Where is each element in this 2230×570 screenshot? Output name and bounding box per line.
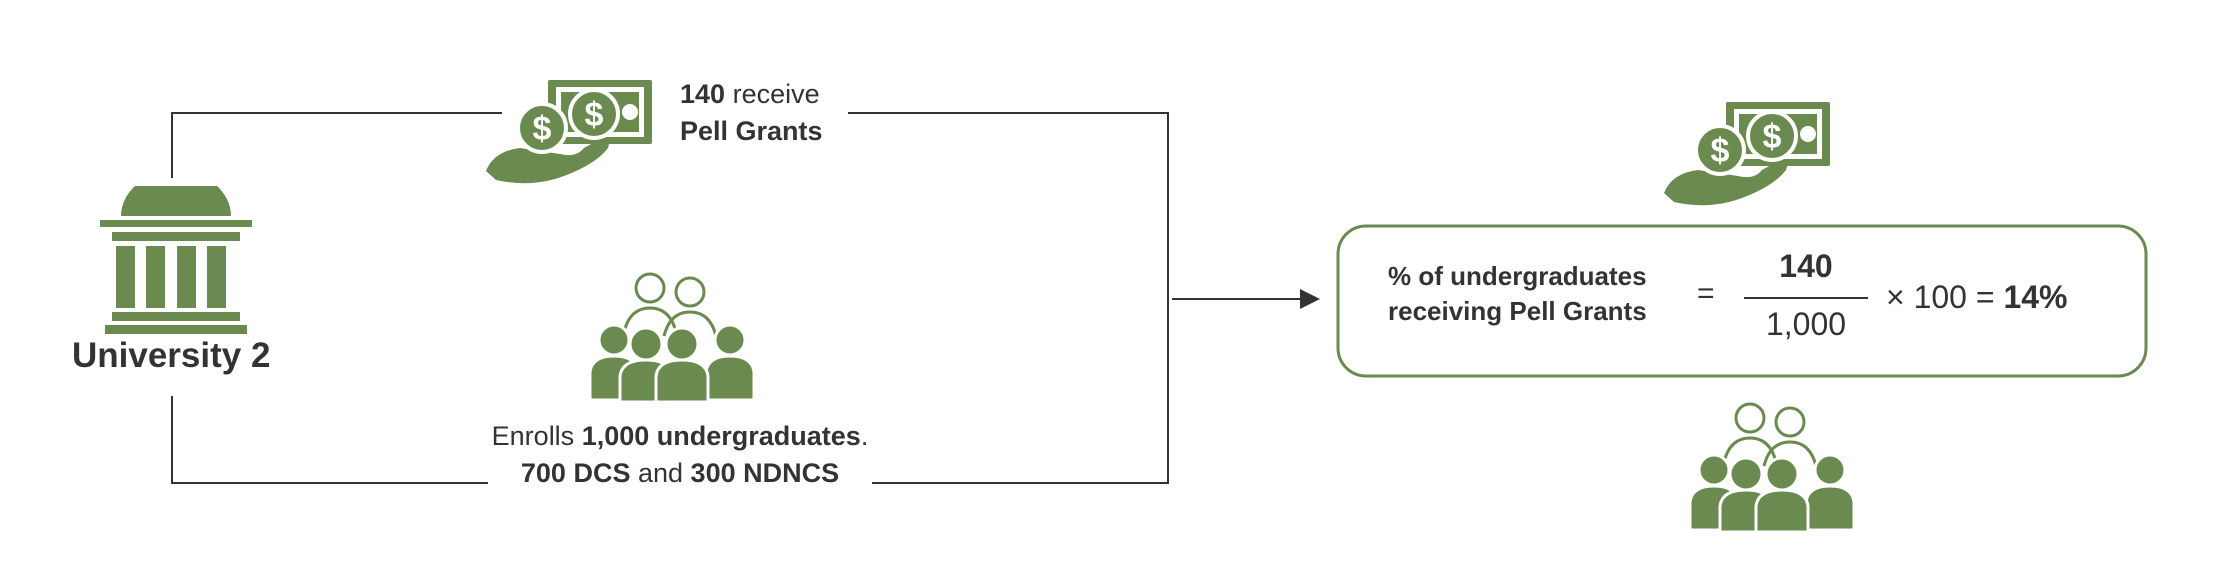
bottom-connector-line: [171, 396, 488, 484]
top-right-connector-line: [848, 112, 1169, 484]
top-connector-line: [171, 112, 502, 178]
people-group-icon: [590, 272, 754, 402]
pell-receive-line: 140 receive: [680, 76, 823, 113]
formula-label-line-2: receiving Pell Grants: [1388, 296, 1647, 326]
ndncs-count: 300 NDNCS: [690, 458, 840, 488]
formula-label: % of undergraduates receiving Pell Grant…: [1388, 259, 1647, 329]
fraction-numerator: 140: [1779, 248, 1833, 284]
dcs-count: 700 DCS: [520, 458, 631, 488]
pell-count: 140: [680, 79, 726, 109]
enrolls-word: Enrolls: [491, 421, 575, 451]
people-group-icon: [1690, 402, 1854, 532]
money-hand-icon: $ $: [1664, 102, 1830, 206]
university-name: University 2: [72, 336, 271, 375]
svg-text:$: $: [585, 96, 604, 134]
pell-grants-label: Pell Grants: [680, 116, 823, 146]
formula-result: 14%: [2003, 279, 2068, 315]
enrollment-period: .: [860, 421, 869, 451]
svg-text:$: $: [1711, 132, 1730, 170]
times-hundred: × 100 =: [1886, 279, 1995, 315]
fraction-denominator: 1,000: [1765, 306, 1847, 342]
enrollment-line-2: 700 DCS and 300 NDNCS: [410, 455, 950, 492]
enrollment-line-1: Enrolls 1,000 undergraduates.: [410, 418, 950, 455]
equals-sign: =: [1697, 277, 1715, 310]
and-word: and: [637, 458, 684, 488]
building-icon: [100, 186, 252, 334]
pell-grant-text: 140 receive Pell Grants: [680, 76, 823, 150]
money-hand-icon: $ $: [486, 80, 652, 184]
formula-label-line-1: % of undergraduates: [1388, 261, 1647, 291]
enrollment-text: Enrolls 1,000 undergraduates. 700 DCS an…: [410, 418, 950, 492]
svg-text:$: $: [1763, 118, 1782, 156]
svg-text:$: $: [533, 110, 552, 148]
formula-box: [1336, 224, 2148, 378]
total-undergraduates: 1,000 undergraduates: [581, 421, 861, 451]
multiplier-expression: × 100 = 14%: [1886, 279, 2067, 316]
receive-word: receive: [732, 79, 820, 109]
